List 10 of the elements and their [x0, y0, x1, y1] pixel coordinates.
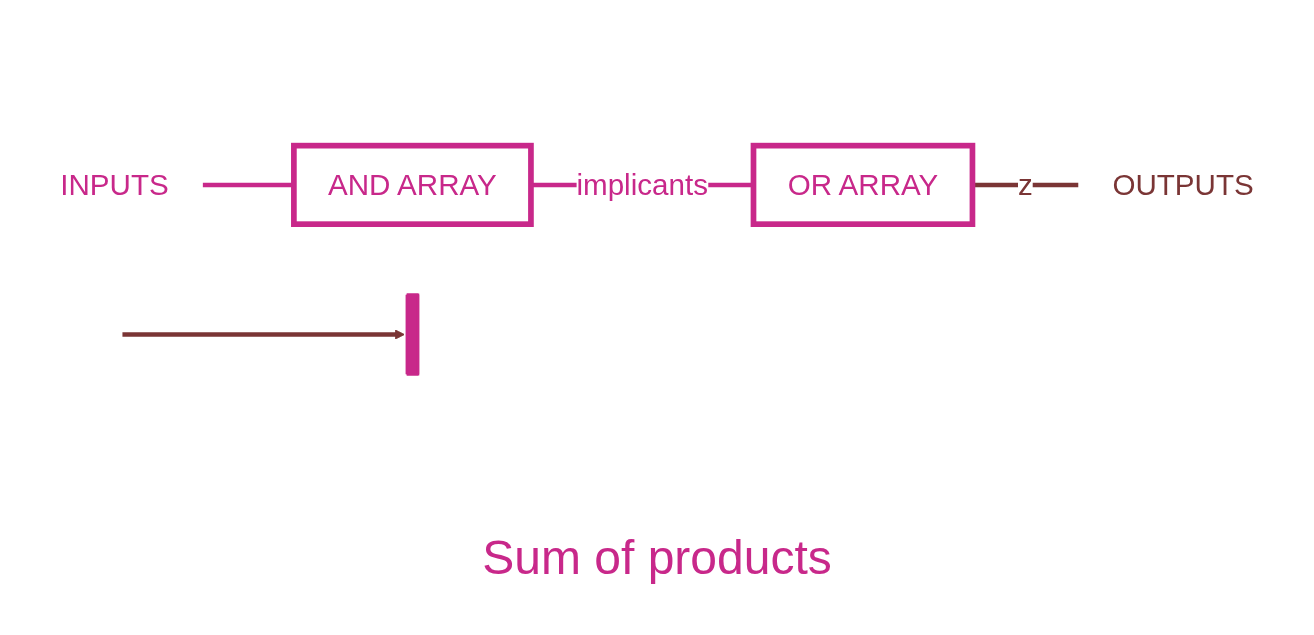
connector [202, 182, 294, 188]
handwritten-note: Sum of products [482, 530, 832, 585]
node-box: OR ARRAY [750, 142, 976, 227]
edge-label: implicants [576, 167, 708, 202]
connector [972, 182, 1079, 188]
arrow [122, 329, 405, 340]
node-text: OUTPUTS [1112, 167, 1254, 202]
node-text: INPUTS [60, 167, 169, 202]
edge-label: z [1017, 167, 1033, 202]
node-box: AND ARRAY [291, 142, 534, 227]
